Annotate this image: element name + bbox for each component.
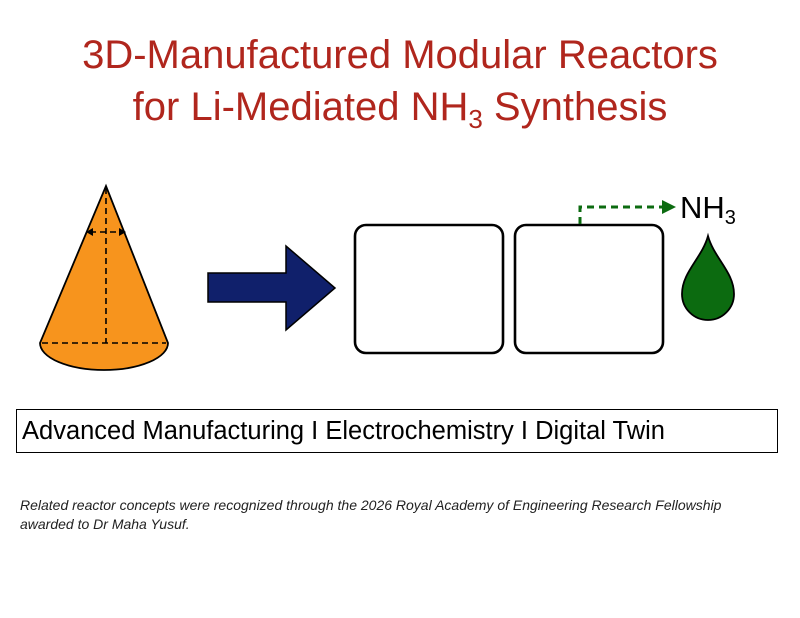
product-label: NH3 xyxy=(680,190,736,229)
title-line-2-end: Synthesis xyxy=(482,85,668,129)
reactor-module-1 xyxy=(353,223,505,355)
title-line-1: 3D-Manufactured Modular Reactors xyxy=(82,33,718,77)
title-line-2-text: for Li-Mediated NH xyxy=(132,85,469,129)
recognition-note: Related reactor concepts were recognized… xyxy=(20,497,722,532)
flow-arrow-icon xyxy=(578,200,676,224)
cone-icon xyxy=(39,183,169,371)
reactor-module-2 xyxy=(513,223,665,355)
title-subscript: 3 xyxy=(468,104,483,134)
droplet-icon xyxy=(681,232,735,321)
keywords-box: Advanced Manufacturing I Electrochemistr… xyxy=(16,409,778,453)
title-line-2: for Li-Mediated NH3 Synthesis xyxy=(0,82,800,132)
cone-radius-arrowhead-right xyxy=(119,228,126,236)
product-label-subscript: 3 xyxy=(724,207,736,229)
process-arrow-icon xyxy=(207,244,337,332)
cone-radius-arrowhead-left xyxy=(86,228,93,236)
flow-arrowhead xyxy=(662,200,676,214)
product-label-main: NH xyxy=(680,190,725,225)
cone-body xyxy=(39,183,169,371)
flow-line xyxy=(578,205,664,224)
